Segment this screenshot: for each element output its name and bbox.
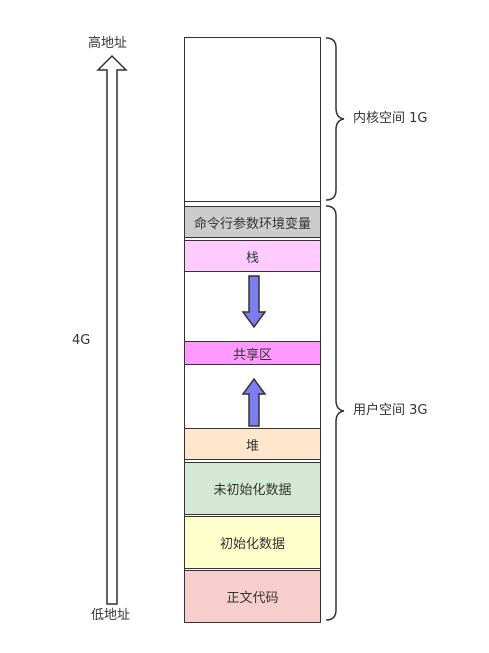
heap-segment: 堆 — [184, 428, 321, 460]
data-segment: 初始化数据 — [184, 516, 321, 569]
user-space-label: 用户空间 3G — [353, 403, 428, 418]
kernel-space-block — [184, 37, 321, 202]
stack-label: 栈 — [245, 250, 259, 266]
cmdline-env-segment: 命令行参数环境变量 — [184, 206, 321, 238]
heap-label: 堆 — [245, 438, 259, 454]
data-label: 初始化数据 — [219, 537, 285, 552]
low-address-label: 低地址 — [91, 608, 131, 623]
kernel-space-label: 内核空间 1G — [353, 111, 428, 126]
text-label: 正文代码 — [226, 591, 279, 606]
shared-region-label: 共享区 — [232, 347, 272, 363]
bss-label: 未初始化数据 — [213, 483, 292, 498]
heap-growth-up-arrow-icon — [241, 377, 267, 427]
kernel-space-brace — [325, 37, 345, 201]
high-address-label: 高地址 — [88, 36, 128, 51]
shared-region-segment: 共享区 — [184, 341, 321, 365]
bss-segment: 未初始化数据 — [184, 462, 321, 515]
user-space-brace — [325, 205, 345, 621]
text-segment: 正文代码 — [184, 570, 321, 623]
cmdline-env-label: 命令行参数环境变量 — [193, 216, 311, 232]
stack-segment: 栈 — [184, 240, 321, 272]
total-size-label: 4G — [72, 333, 91, 348]
address-range-arrow-icon — [96, 54, 128, 605]
stack-growth-down-arrow-icon — [241, 275, 267, 329]
